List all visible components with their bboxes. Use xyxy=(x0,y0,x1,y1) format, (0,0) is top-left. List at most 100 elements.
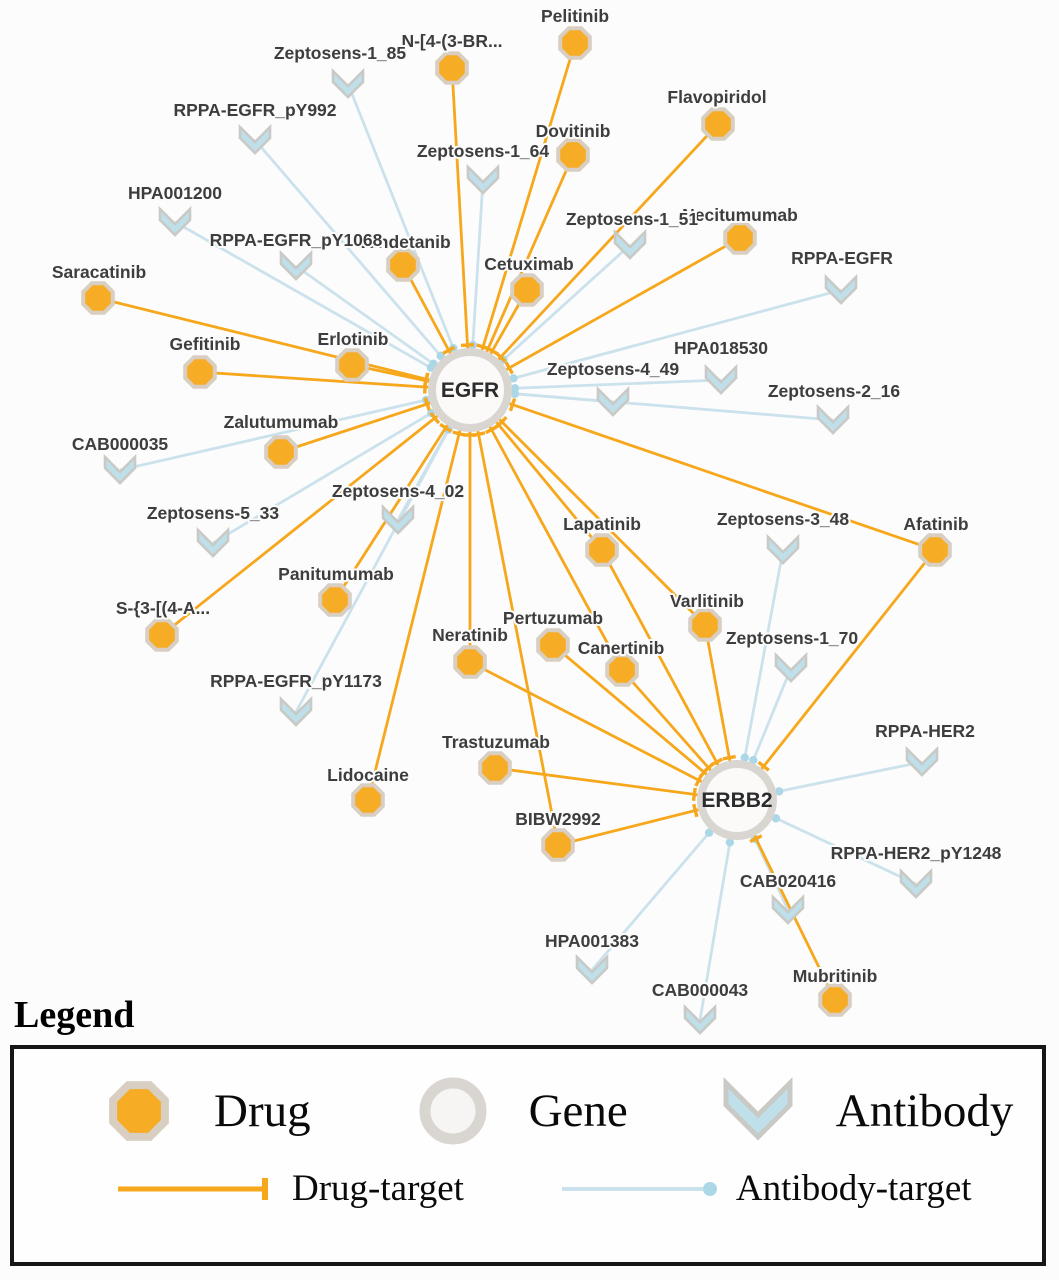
drug-node-label: Erlotinib xyxy=(318,329,389,349)
drug-node-n-4-3-br xyxy=(435,51,469,85)
drug-edge-tee xyxy=(496,416,508,428)
antibody-icon xyxy=(723,1076,793,1141)
antibody-target-edge-dot xyxy=(702,1181,717,1196)
drug-edge-tee xyxy=(691,787,697,802)
drug-node-label: Cetuximab xyxy=(484,254,573,274)
drug-edge-tee xyxy=(508,397,517,412)
drug-node-panitumumab xyxy=(318,583,352,617)
drug-node-bibw2992 xyxy=(541,828,575,862)
drug-node-label: Neratinib xyxy=(432,625,508,645)
legend-antibody-target-label: Antibody-target xyxy=(735,1168,972,1209)
drug-node-label: Zalutumumab xyxy=(224,412,339,432)
drug-edge-tee xyxy=(702,762,715,774)
labels-layer: EGFRERBB2PelitinibN-[4-(3-BR...Dovitinib… xyxy=(50,4,1004,1002)
drug-node-varlitinib xyxy=(688,608,722,642)
antibody-node-label: CAB000043 xyxy=(652,980,749,1000)
antibody-node-label: CAB020416 xyxy=(740,871,837,891)
drug-node-neratinib xyxy=(453,645,487,679)
antibody-target-edge-icon xyxy=(561,1181,717,1196)
antibody-node-label: Zeptosens-1_70 xyxy=(726,628,859,648)
antibody-target-edge xyxy=(253,139,472,391)
antibody-node-label: Zeptosens-3_48 xyxy=(717,509,850,529)
drug-edge-tee xyxy=(460,343,475,348)
drug-edge-tee xyxy=(429,411,441,425)
legend-edge-row: Drug-target Antibody-target xyxy=(112,1167,1042,1210)
drug-edge-tee xyxy=(692,803,699,818)
legend-drug-label: Drug xyxy=(214,1085,311,1137)
drug-edge-tee xyxy=(694,773,704,787)
antibody-node-label: CAB000035 xyxy=(72,434,169,454)
drug-node-label: Trastuzumab xyxy=(442,732,550,752)
antibody-node-label: Zeptosens-5_33 xyxy=(147,503,280,523)
drug-target-edge xyxy=(600,549,739,801)
legend-item-antibody-target: Antibody-target xyxy=(556,1167,972,1210)
drug-icon-shape xyxy=(109,1081,169,1141)
antibody-target-edge xyxy=(469,288,842,392)
drug-node-label: S-{3-[(4-A... xyxy=(116,598,210,618)
antibody-node-cab020416 xyxy=(771,893,805,925)
gene-icon-shape xyxy=(419,1077,487,1145)
drug-node-pelitinib xyxy=(558,26,592,60)
antibody-edge-dot xyxy=(774,787,784,796)
antibody-node-label: HPA001200 xyxy=(128,183,222,203)
legend-title: Legend xyxy=(14,994,135,1036)
antibody-edge-dot xyxy=(429,359,438,369)
drug-edge-tee xyxy=(423,397,431,411)
drug-node-afatinib xyxy=(918,533,952,567)
drug-target-edge xyxy=(469,236,741,392)
network-svg: EGFRERBB2PelitinibN-[4-(3-BR...Dovitinib… xyxy=(50,4,1004,1035)
antibody-node-rppa-egfr-py992 xyxy=(238,123,272,155)
antibody-node-zeptosens-5-33 xyxy=(196,526,230,558)
drug-edge-tee xyxy=(722,754,736,761)
gene-node-erbb2 xyxy=(697,760,777,840)
drug-node-dovitinib xyxy=(556,138,590,172)
drug-edge-tee xyxy=(471,431,486,438)
antibody-node-label: Zeptosens-4_02 xyxy=(332,481,465,501)
antibody-node-cab000043 xyxy=(683,1003,717,1035)
drug-node-lidocaine xyxy=(351,783,385,817)
antibody-edge-dot xyxy=(704,828,714,837)
drug-node-label: Dovitinib xyxy=(536,121,611,141)
drug-target-edge xyxy=(735,549,937,801)
edges-layer xyxy=(97,42,937,1021)
drug-node-label: Lapatinib xyxy=(563,514,641,534)
drug-node-lapatinib xyxy=(585,533,619,567)
antibody-node-rppa-her2-py1248 xyxy=(899,867,933,899)
drug-node-label: Necitumumab xyxy=(682,205,798,225)
antibody-node-rppa-her2 xyxy=(905,745,939,777)
drug-target-edge xyxy=(161,388,471,637)
drug-target-edge xyxy=(468,123,720,391)
drug-node-pertuzumab xyxy=(536,628,570,662)
drug-node-label: Varlitinib xyxy=(670,591,744,611)
drug-node-saracatinib xyxy=(81,281,115,315)
legend-drug-target-label: Drug-target xyxy=(292,1168,464,1209)
drug-edge-tee xyxy=(504,361,514,375)
drug-target-edge xyxy=(552,643,738,802)
antibody-node-zeptosens-2-16 xyxy=(816,403,850,435)
antibody-node-label: RPPA-HER2 xyxy=(875,721,975,741)
antibody-edge-dot xyxy=(771,814,781,823)
drug-node-label: Panitumumab xyxy=(278,564,394,584)
legend-shape-row: Drug Gene Antibody xyxy=(102,1073,1042,1149)
antibody-node-label: RPPA-HER2_pY1248 xyxy=(831,843,1002,863)
drug-node-flavopiridol xyxy=(701,107,735,141)
drug-node-label: Canertinib xyxy=(578,638,665,658)
antibody-target-edge xyxy=(346,83,472,391)
drug-node-mubritinib xyxy=(818,983,852,1017)
antibody-node-label: HPA001383 xyxy=(545,931,639,951)
drug-node-label: BIBW2992 xyxy=(515,809,601,829)
antibody-node-hpa018530 xyxy=(704,363,738,395)
drug-edge-tee xyxy=(749,834,763,844)
legend-gene-label: Gene xyxy=(528,1085,628,1137)
antibody-node-label: RPPA-EGFR_pY992 xyxy=(173,100,336,120)
drug-node-vandetanib xyxy=(386,248,420,282)
antibody-node-zeptosens-1-85 xyxy=(331,67,365,99)
drug-target-edge xyxy=(468,154,575,391)
drug-node-label: Pertuzumab xyxy=(503,608,603,628)
drug-node-label: Flavopiridol xyxy=(667,87,766,107)
antibody-node-label: Zeptosens-1_51 xyxy=(566,209,699,229)
gene-icon xyxy=(419,1077,487,1145)
antibody-node-zeptosens-1-64 xyxy=(466,163,500,195)
antibody-node-zeptosens-3-48 xyxy=(766,533,800,565)
drug-edge-tee xyxy=(485,346,499,356)
